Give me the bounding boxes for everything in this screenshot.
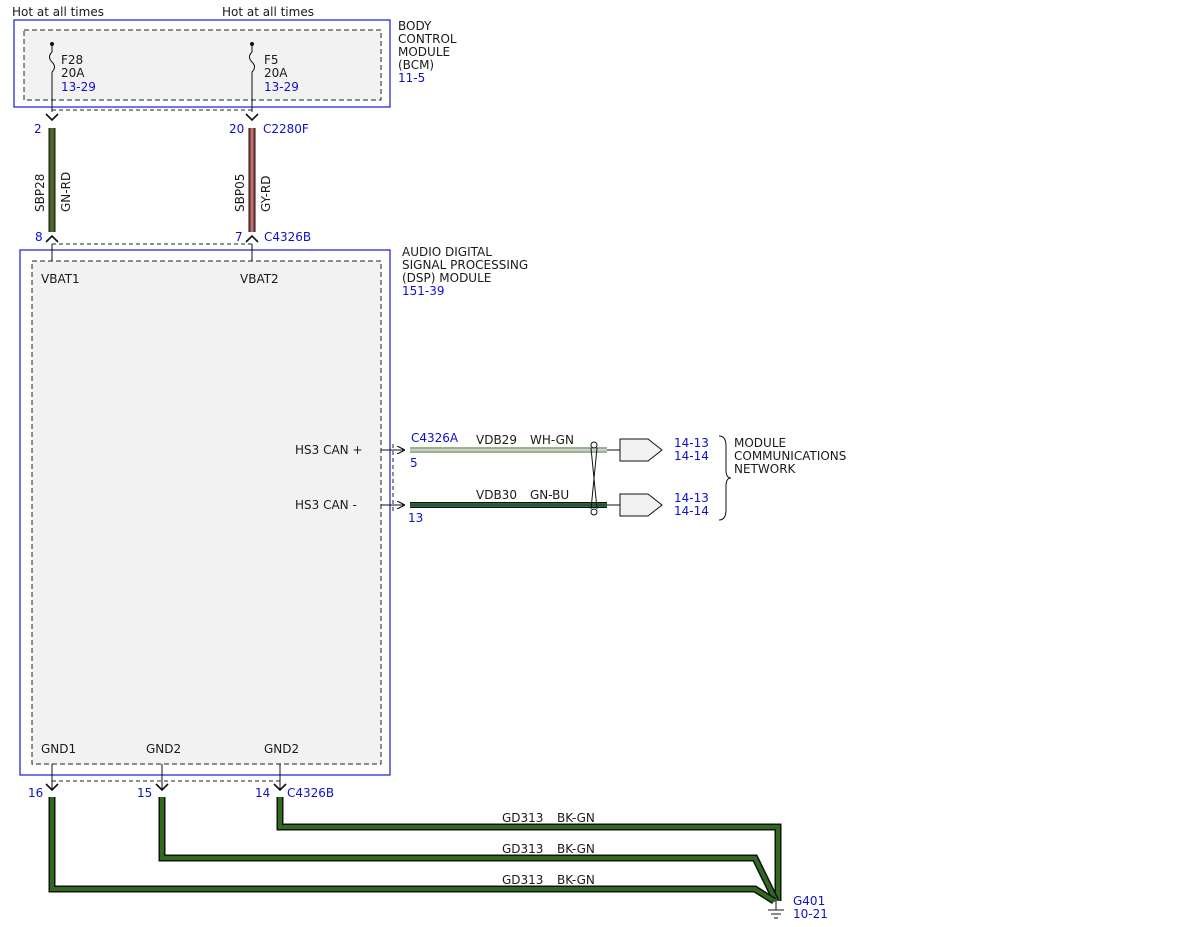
c4326a-name-link[interactable]: C4326A (411, 431, 459, 445)
wire-sbp28[interactable]: SBP28 GN-RD (33, 128, 73, 232)
bcm-name-line-2: CONTROL (398, 32, 457, 46)
can-plus-continuation-arrow[interactable] (619, 438, 663, 462)
bcm-name-line-1: BODY (398, 19, 432, 33)
dsp-pin-vbat1: VBAT1 (41, 272, 80, 286)
fuse-f5-ref-link[interactable]: 13-29 (264, 80, 299, 94)
network-line-3: NETWORK (734, 462, 797, 476)
wire-gd313-1-circuit: GD313 (502, 811, 543, 825)
fuse-f28-id: F28 (61, 53, 83, 67)
dsp-pin-gnd2-a: GND2 (146, 742, 181, 756)
wire-vdb30-color: GN-BU (530, 488, 569, 502)
fuse-f5-rating: 20A (264, 66, 288, 80)
c4326b-pin-8: 8 (35, 230, 43, 244)
connector-c4326b-upper[interactable]: 8 7 C4326B (35, 230, 311, 245)
f5-hot-label: Hot at all times (222, 5, 314, 19)
ground-point-ref-link[interactable]: 10-21 (793, 907, 828, 921)
dsp-pin-gnd1: GND1 (41, 742, 76, 756)
c4326b-pin-15: 15 (137, 786, 152, 800)
dsp-pin-can-plus: HS3 CAN + (295, 443, 363, 457)
can-minus-pin: 13 (408, 511, 423, 525)
c2280f-pin2-terminal (45, 113, 59, 122)
wire-gd313-2-circuit: GD313 (502, 842, 543, 856)
wire-sbp28-circuit: SBP28 (33, 174, 47, 212)
fuse-f28-ref-link[interactable]: 13-29 (61, 80, 96, 94)
dsp-name-line-3: (DSP) MODULE (402, 271, 491, 285)
dsp-pin-vbat2: VBAT2 (240, 272, 279, 286)
wire-vdb30-circuit: VDB30 (476, 488, 517, 502)
fuse-f28-rating: 20A (61, 66, 85, 80)
bcm-ref-link[interactable]: 11-5 (398, 71, 425, 85)
connector-c2280f[interactable]: 2 20 C2280F (34, 109, 309, 136)
can-plus-ref-2-link[interactable]: 14-14 (674, 449, 709, 463)
wire-gd313-pin16[interactable]: GD313 BK-GN (48, 797, 776, 904)
c2280f-pin-20: 20 (229, 122, 244, 136)
fuse-f5-id: F5 (264, 53, 279, 67)
connector-c4326b-lower[interactable]: 16 15 14 C4326B (28, 764, 334, 800)
twisted-pair-symbol (590, 441, 598, 516)
can-plus-ref-1-link[interactable]: 14-13 (674, 436, 709, 450)
network-line-1: MODULE (734, 436, 786, 450)
c4326b-pin16-terminal (45, 783, 59, 792)
wire-gd313-2-color: BK-GN (557, 842, 595, 856)
wire-gd313-pin15[interactable]: GD313 BK-GN (158, 797, 780, 903)
c4326b-pin14-terminal (273, 783, 287, 792)
fuse-f5[interactable]: F5 20A 13-29 (249, 42, 299, 112)
wire-sbp05[interactable]: SBP05 GY-RD (233, 128, 273, 232)
ground-point-name-link[interactable]: G401 (793, 894, 825, 908)
c4326b-pin7-terminal (245, 234, 259, 243)
c4326b-pin15-terminal (155, 783, 169, 792)
wire-sbp05-circuit: SBP05 (233, 174, 247, 212)
wire-vdb29-color: WH-GN (530, 433, 574, 447)
bcm-module[interactable]: F28 20A 13-29 F5 20A 13-29 BODY CONTROL … (13, 19, 457, 112)
wire-vdb29-circuit: VDB29 (476, 433, 517, 447)
wire-gd313-3-circuit: GD313 (502, 873, 543, 887)
network-brace (718, 435, 732, 521)
can-minus-continuation-arrow[interactable] (619, 493, 663, 517)
bcm-name-line-4: (BCM) (398, 58, 434, 72)
can-plus-pin: 5 (410, 456, 418, 470)
wire-sbp05-color: GY-RD (259, 175, 273, 212)
f28-hot-label: Hot at all times (12, 5, 104, 19)
wire-gd313-1-color: BK-GN (557, 811, 595, 825)
dsp-name-line-1: AUDIO DIGITAL (402, 245, 492, 259)
ground-point-g401[interactable]: G401 10-21 (768, 894, 828, 921)
dsp-ref-link[interactable]: 151-39 (402, 284, 445, 298)
fuse-f28[interactable]: F28 20A 13-29 (49, 42, 96, 112)
dsp-pin-can-minus: HS3 CAN - (295, 498, 357, 512)
dsp-name-line-2: SIGNAL PROCESSING (402, 258, 528, 272)
network-line-2: COMMUNICATIONS (734, 449, 846, 463)
can-bus[interactable]: C4326A 5 13 VDB29 WH-GN VDB30 GN-BU (381, 431, 846, 525)
c4326b-pin-16: 16 (28, 786, 43, 800)
c4326b-pin8-terminal (45, 234, 59, 243)
dsp-module[interactable]: VBAT1 VBAT2 HS3 CAN + HS3 CAN - GND1 GND… (19, 244, 528, 776)
dsp-inner (31, 260, 382, 765)
bcm-name-line-3: MODULE (398, 45, 450, 59)
wire-vdb30[interactable]: VDB30 GN-BU (410, 488, 607, 508)
c4326b-name-link-upper[interactable]: C4326B (264, 230, 311, 244)
can-minus-ref-2-link[interactable]: 14-14 (674, 504, 709, 518)
bcm-inner (23, 29, 382, 101)
wire-vdb29[interactable]: VDB29 WH-GN (410, 433, 607, 453)
c2280f-pin20-terminal (245, 113, 259, 122)
c2280f-name-link[interactable]: C2280F (263, 122, 309, 136)
c4326b-pin-14: 14 (255, 786, 270, 800)
wire-gd313-3-color: BK-GN (557, 873, 595, 887)
c4326b-name-link-lower[interactable]: C4326B (287, 786, 334, 800)
c2280f-pin-2: 2 (34, 122, 42, 136)
wire-gd313-pin14[interactable]: GD313 BK-GN (276, 797, 782, 901)
c4326b-pin-7: 7 (235, 230, 243, 244)
dsp-pin-gnd2-b: GND2 (264, 742, 299, 756)
can-minus-ref-1-link[interactable]: 14-13 (674, 491, 709, 505)
wire-sbp28-color: GN-RD (59, 172, 73, 212)
